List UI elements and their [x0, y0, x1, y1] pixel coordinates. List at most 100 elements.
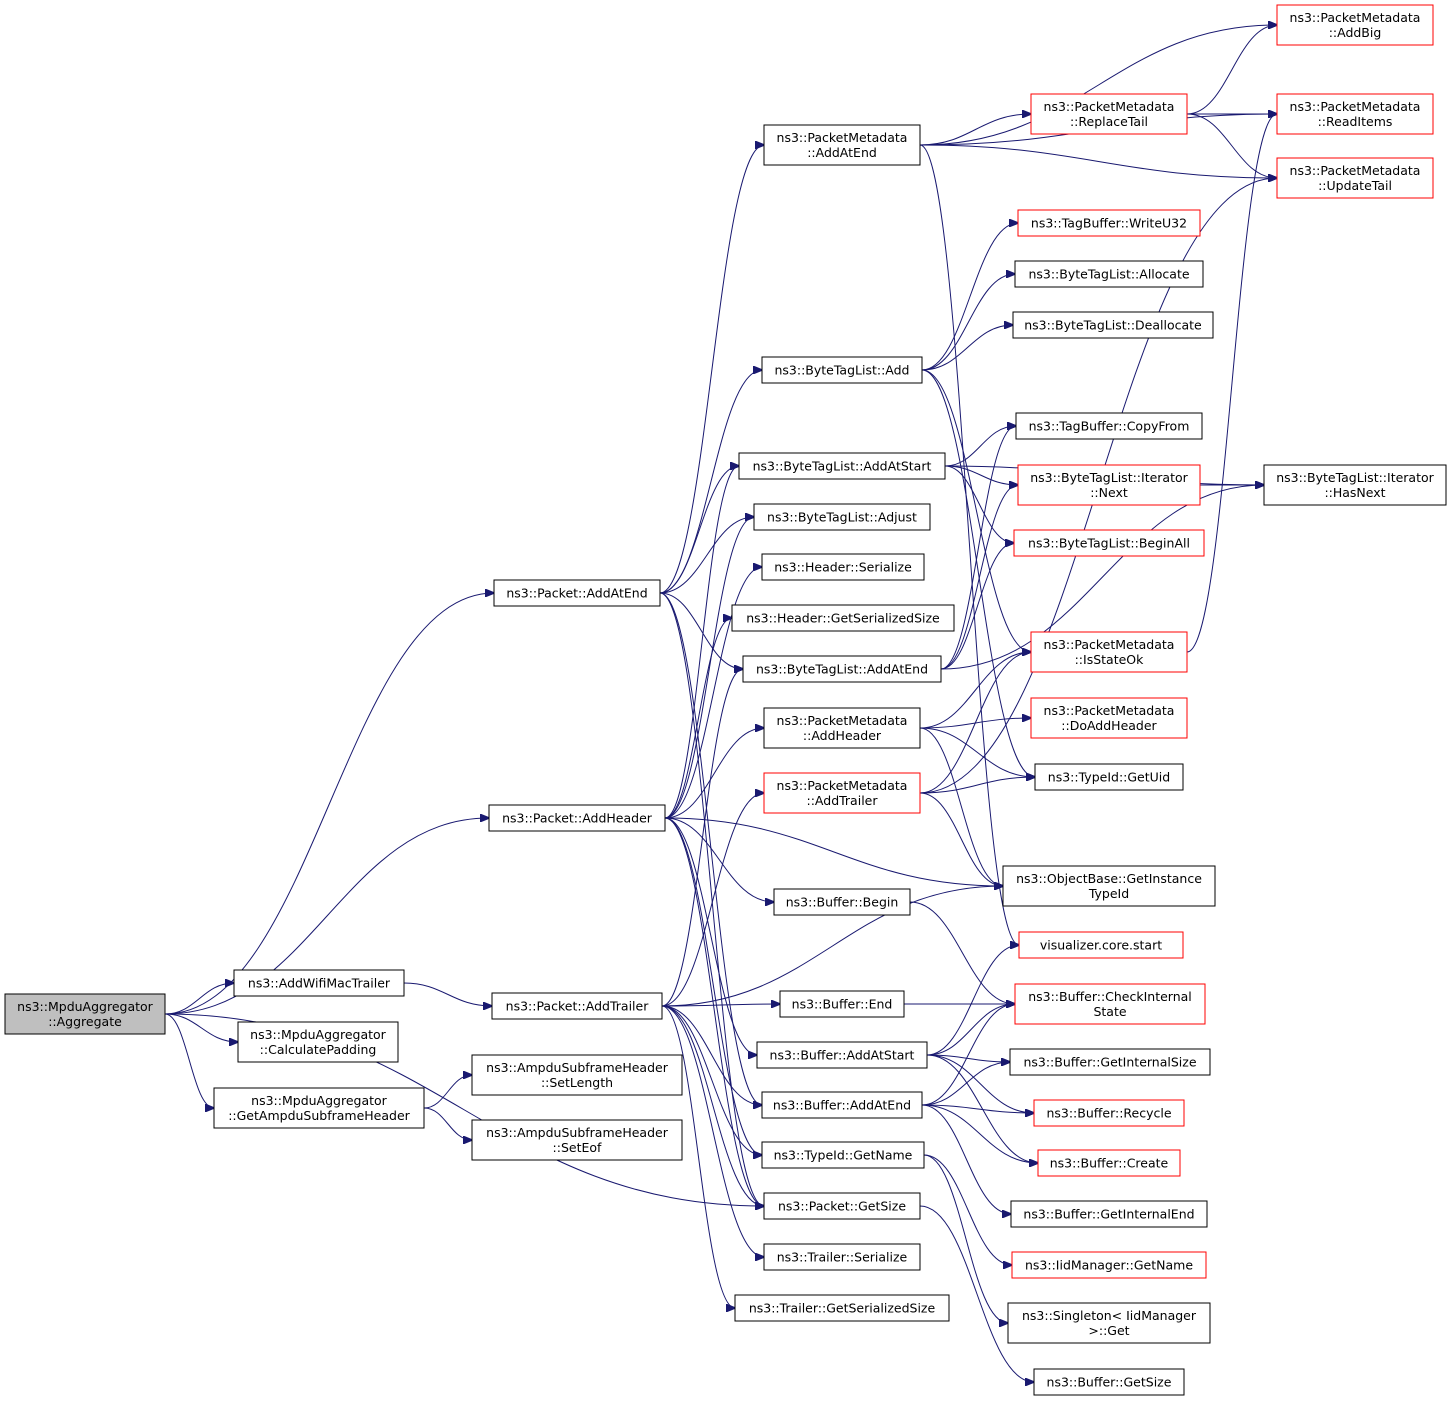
node-buf-add-at-end[interactable]: ns3::Buffer::AddAtEnd	[761, 1091, 923, 1119]
node-pm-do-add-header[interactable]: ns3::PacketMetadata::DoAddHeader	[1030, 697, 1188, 739]
node-box	[1276, 157, 1434, 199]
node-pkt-add-header[interactable]: ns3::Packet::AddHeader	[488, 804, 666, 832]
node-buf-end[interactable]: ns3::Buffer::End	[779, 990, 905, 1018]
node-label-line: ns3::PacketMetadata	[1044, 99, 1175, 114]
edge-pm_add_header-to-ob_get_instance_typeid	[919, 727, 1003, 886]
node-box	[763, 1243, 921, 1271]
node-btl-it-has-next[interactable]: ns3::ByteTagList::Iterator::HasNext	[1263, 464, 1447, 506]
node-label-line: ns3::TagBuffer::WriteU32	[1031, 216, 1187, 231]
node-box	[213, 1087, 425, 1129]
node-btl-add-at-end[interactable]: ns3::ByteTagList::AddAtEnd	[742, 655, 942, 683]
node-pm-add-trailer[interactable]: ns3::PacketMetadata::AddTrailer	[763, 772, 921, 814]
node-add-wifi-trailer[interactable]: ns3::AddWifiMacTrailer	[233, 969, 405, 997]
edge-buf_add_at_start-to-buf_check_internal_state	[926, 1004, 1015, 1056]
edge-btl_add_at_start-to-btl_begin_all	[944, 465, 1014, 543]
node-label-line: ns3::Buffer::AddAtStart	[770, 1048, 915, 1063]
node-label-line: ns3::Buffer::AddAtEnd	[773, 1098, 911, 1113]
edge-pm_add_trailer-to-typeid_get_uid	[919, 777, 1035, 794]
edge-pkt_add_trailer-to-pkt_get_size	[661, 1005, 764, 1206]
node-pm-add-big[interactable]: ns3::PacketMetadata::AddBig	[1276, 4, 1434, 46]
node-pm-add-header[interactable]: ns3::PacketMetadata::AddHeader	[763, 707, 921, 749]
node-btl-adjust[interactable]: ns3::ByteTagList::Adjust	[753, 503, 931, 531]
node-tb-copy-from[interactable]: ns3::TagBuffer::CopyFrom	[1015, 412, 1203, 440]
node-set-eof[interactable]: ns3::AmpduSubframeHeader::SetEof	[471, 1119, 683, 1161]
node-pkt-get-size[interactable]: ns3::Packet::GetSize	[763, 1192, 921, 1220]
node-typeid-get-name[interactable]: ns3::TypeId::GetName	[761, 1141, 925, 1169]
node-label-line: ns3::AmpduSubframeHeader	[486, 1125, 669, 1140]
node-label-line: ns3::PacketMetadata	[1290, 10, 1421, 25]
node-typeid-get-uid[interactable]: ns3::TypeId::GetUid	[1034, 763, 1184, 791]
node-buf-get-internal-size[interactable]: ns3::Buffer::GetInternalSize	[1009, 1048, 1211, 1076]
node-buf-begin[interactable]: ns3::Buffer::Begin	[773, 888, 911, 916]
node-tb-write-u32[interactable]: ns3::TagBuffer::WriteU32	[1017, 209, 1201, 237]
node-label-line: ns3::Trailer::GetSerializedSize	[749, 1301, 936, 1316]
node-label-line: ::ReadItems	[1318, 114, 1393, 129]
edge-btl_add_at_end-to-btl_begin_all	[940, 543, 1014, 670]
node-btl-add[interactable]: ns3::ByteTagList::Add	[761, 356, 923, 384]
node-buf-get-internal-end[interactable]: ns3::Buffer::GetInternalEnd	[1010, 1200, 1208, 1228]
node-buf-create[interactable]: ns3::Buffer::Create	[1037, 1149, 1181, 1177]
edge-btl_add_at_end-to-tb_copy_from	[940, 426, 1016, 670]
node-box	[779, 990, 905, 1018]
node-label-line: ::UpdateTail	[1318, 178, 1392, 193]
node-box	[1033, 1368, 1185, 1396]
node-box	[761, 356, 923, 384]
node-get-ampdu-hdr[interactable]: ns3::MpduAggregator::GetAmpduSubframeHea…	[213, 1087, 425, 1129]
edge-btl_add_at_start-to-tb_copy_from	[944, 426, 1016, 467]
node-pkt-add-at-end[interactable]: ns3::Packet::AddAtEnd	[493, 579, 661, 607]
node-calc-padding[interactable]: ns3::MpduAggregator::CalculatePadding	[237, 1021, 399, 1063]
node-buf-add-at-start[interactable]: ns3::Buffer::AddAtStart	[756, 1041, 928, 1069]
node-hdr-get-size[interactable]: ns3::Header::GetSerializedSize	[731, 604, 955, 632]
edge-pkt_add_at_end-to-btl_adjust	[659, 517, 754, 594]
edge-pm_add_header-to-pm_is_state_ok	[919, 652, 1031, 729]
node-pm-replace-tail[interactable]: ns3::PacketMetadata::ReplaceTail	[1030, 93, 1188, 135]
edge-pkt_add_header-to-btl_add_at_start	[664, 466, 739, 819]
edge-pm_add_trailer-to-pm_is_state_ok	[919, 652, 1031, 794]
node-box	[1276, 4, 1434, 46]
node-btl-add-at-start[interactable]: ns3::ByteTagList::AddAtStart	[738, 452, 946, 480]
node-label-line: ns3::MpduAggregator	[17, 999, 154, 1014]
node-label-line: ns3::PacketMetadata	[1290, 163, 1421, 178]
node-trl-get-size[interactable]: ns3::Trailer::GetSerializedSize	[734, 1294, 950, 1322]
node-box	[1011, 1251, 1207, 1279]
node-label-line: ns3::PacketMetadata	[777, 130, 908, 145]
node-singleton-get[interactable]: ns3::Singleton< IidManager>::Get	[1007, 1302, 1211, 1344]
node-hdr-serialize[interactable]: ns3::Header::Serialize	[761, 553, 925, 581]
node-buf-recycle[interactable]: ns3::Buffer::Recycle	[1033, 1099, 1185, 1127]
node-box	[753, 503, 931, 531]
node-box	[1010, 1200, 1208, 1228]
node-label-line: ::GetAmpduSubframeHeader	[228, 1108, 410, 1123]
edge-aggregate-to-get_ampdu_hdr	[164, 1013, 214, 1108]
node-viz-core-start[interactable]: visualizer.core.start	[1018, 931, 1184, 959]
edge-pkt_add_header-to-hdr_serialize	[664, 567, 762, 819]
node-set-length[interactable]: ns3::AmpduSubframeHeader::SetLength	[471, 1054, 683, 1096]
edge-btl_add-to-pm_is_state_ok	[921, 369, 1031, 652]
node-label-line: ns3::ByteTagList::Adjust	[767, 510, 917, 525]
node-trl-serialize[interactable]: ns3::Trailer::Serialize	[763, 1243, 921, 1271]
edge-pkt_add_header-to-buf_begin	[664, 817, 774, 902]
node-label-line: ns3::PacketMetadata	[1044, 637, 1175, 652]
node-label-line: ::SetLength	[541, 1075, 613, 1090]
node-btl-it-next[interactable]: ns3::ByteTagList::Iterator::Next	[1017, 464, 1201, 506]
node-btl-begin-all[interactable]: ns3::ByteTagList::BeginAll	[1013, 529, 1205, 557]
edge-pkt_add_header-to-ob_get_instance_typeid	[664, 817, 1003, 886]
edge-aggregate-to-calc_padding	[164, 1013, 238, 1042]
node-iid-get-name[interactable]: ns3::IidManager::GetName	[1011, 1251, 1207, 1279]
node-box	[1037, 1149, 1181, 1177]
node-pkt-add-trailer[interactable]: ns3::Packet::AddTrailer	[491, 992, 663, 1020]
node-label-line: ns3::AmpduSubframeHeader	[486, 1060, 669, 1075]
node-pm-is-state-ok[interactable]: ns3::PacketMetadata::IsStateOk	[1030, 631, 1188, 673]
edge-get_ampdu_hdr-to-set_length	[423, 1075, 472, 1109]
node-box	[1030, 93, 1188, 135]
node-btl-allocate[interactable]: ns3::ByteTagList::Allocate	[1014, 260, 1204, 288]
node-pm-read-items[interactable]: ns3::PacketMetadata::ReadItems	[1276, 93, 1434, 135]
node-pm-add-at-end[interactable]: ns3::PacketMetadata::AddAtEnd	[763, 124, 921, 166]
node-btl-deallocate[interactable]: ns3::ByteTagList::Deallocate	[1012, 311, 1214, 339]
edge-pm_add_at_end-to-pm_add_big	[919, 25, 1277, 146]
node-pm-update-tail[interactable]: ns3::PacketMetadata::UpdateTail	[1276, 157, 1434, 199]
node-buf-get-size[interactable]: ns3::Buffer::GetSize	[1033, 1368, 1185, 1396]
node-label-line: ns3::ByteTagList::Deallocate	[1024, 318, 1202, 333]
